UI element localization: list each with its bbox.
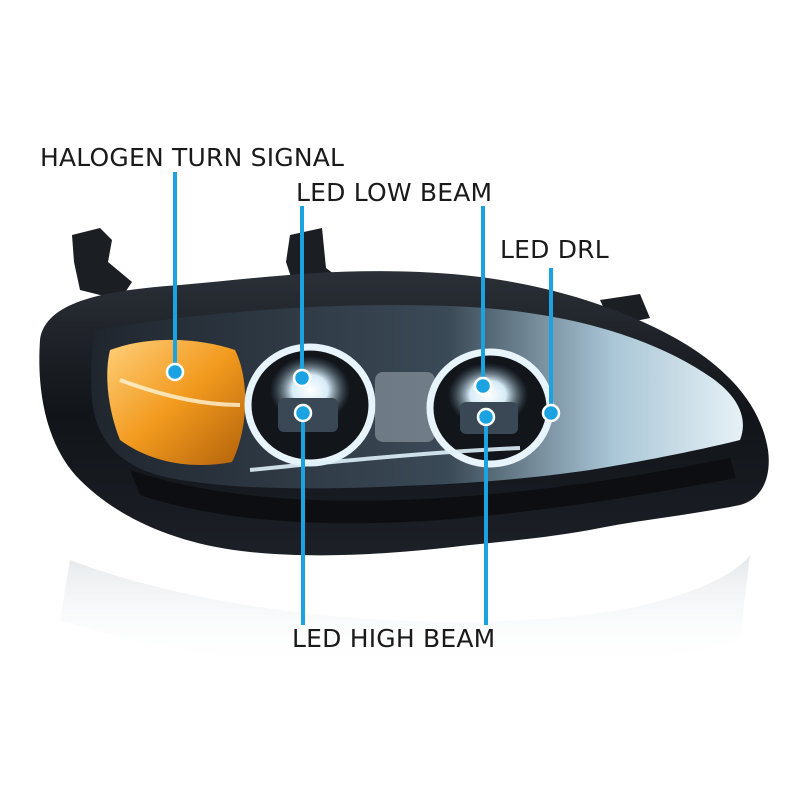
label-led-high-beam: LED HIGH BEAM xyxy=(292,624,496,653)
turn-signal-streak xyxy=(119,378,241,407)
label-halogen-turn-signal: HALOGEN TURN SIGNAL xyxy=(40,143,345,172)
callout-dot-high-right xyxy=(476,407,496,427)
mounting-tab-left xyxy=(72,228,132,300)
callout-dots xyxy=(165,362,561,427)
callout-dot-turn xyxy=(165,362,185,382)
floor-reflection xyxy=(60,555,750,673)
lower-bezel xyxy=(130,458,736,524)
callout-lines xyxy=(173,172,553,625)
label-led-drl: LED DRL xyxy=(500,235,609,264)
callout-dot-drl xyxy=(541,403,561,423)
callout-dot-low-right xyxy=(473,376,493,396)
label-led-low-beam: LED LOW BEAM xyxy=(296,178,493,207)
turn-signal-lens xyxy=(107,339,246,466)
callout-dot-high-left xyxy=(293,403,313,423)
center-chrome xyxy=(375,372,435,442)
callout-dot-low-left xyxy=(292,368,312,388)
